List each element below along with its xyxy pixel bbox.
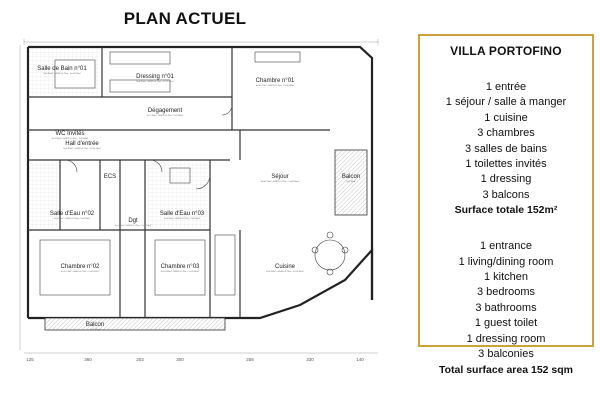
room-spec: S=7.63m² — [346, 180, 356, 183]
room-label: Hall d'entrée — [65, 141, 99, 147]
room-label: Balcon — [86, 322, 104, 328]
room-label: Salle d'Eau n°03 — [160, 211, 205, 217]
room-label: Chambre n°01 — [256, 78, 295, 84]
room-spec: S=9.56m² - HSFP=2.70m - V=25.81m³ — [266, 270, 304, 273]
dimension-value: 140 — [356, 357, 364, 362]
room-label: Salle d'Eau n°02 — [50, 211, 95, 217]
villa-name: VILLA PORTOFINO — [450, 44, 562, 58]
room-label: WC Invités — [55, 131, 84, 137]
feature-item: 3 salles de bains — [465, 142, 547, 155]
room-spec: S=10.89m² - HSFP=2.70m - V=29.40m³ — [161, 270, 200, 273]
room-spec: S=1.33m² - HSFP=2.70m - V=3.58m³ — [147, 114, 183, 117]
room-label: Salle de Bain n°01 — [37, 66, 87, 72]
room-spec: S=3.16m² - HSFP=2.70m - V=8.53m³ — [164, 217, 200, 220]
dimension-lines — [19, 39, 379, 354]
room-label: Dgt — [128, 218, 138, 224]
feature-item: 1 dressing room — [466, 332, 546, 345]
room-spec: S=6.30m² - HSFP=2.70m - V=17.01m³ — [136, 80, 174, 83]
feature-item: 3 bedrooms — [476, 286, 536, 299]
room-spec: S=5.83m² - HSFP=2.70m - V=15.74m³ — [63, 147, 101, 150]
room-label: ECS — [104, 174, 116, 180]
dimension-value: 300 — [176, 357, 184, 362]
feature-item: 1 toilettes invités — [465, 158, 547, 171]
room-label: Dégagement — [148, 108, 183, 114]
dimension-value: 330 — [306, 357, 314, 362]
room-spec: S=5.03m² — [90, 328, 100, 331]
room-spec: S=1.35m² - HSFP=2.70m - V=3.64m³ — [52, 137, 88, 140]
room-label: Chambre n°03 — [161, 264, 200, 270]
dimension-value: 203 — [136, 357, 144, 362]
dimension-value: 360 — [84, 357, 92, 362]
dimension-value: 258 — [246, 357, 254, 362]
room-label: Balcon — [342, 174, 360, 180]
feature-item: 1 entrance — [480, 240, 532, 253]
room-spec: S=16.72m² - HSFP=2.75m - V=46.06m³ — [256, 84, 295, 87]
feature-item: 1 séjour / salle à manger — [445, 96, 567, 109]
room-label: Chambre n°02 — [61, 264, 100, 270]
total-surface-fr: Surface totale 152m² — [454, 204, 558, 217]
room-label: Dressing n°01 — [136, 74, 174, 80]
tiled-areas — [30, 49, 208, 228]
feature-item: 3 balconies — [478, 348, 534, 361]
room-spec: S=3.06m² - HSFP=2.70m - V=8.26m³ — [54, 217, 90, 220]
room-spec: S=4.36m² - HSFP=2.70m - S=11.97m² — [43, 72, 80, 75]
feature-item: 1 living/dining room — [458, 255, 554, 268]
room-spec: S=30.53m² - HSFP=2.72m - V=82.98m³ — [261, 180, 300, 183]
interior-walls — [28, 47, 330, 318]
feature-item: 1 kitchen — [483, 271, 529, 284]
property-info-panel: VILLA PORTOFINO 1 entrée 1 séjour / sall… — [418, 34, 594, 376]
feature-item: 1 entrée — [485, 81, 527, 93]
features-list-fr: 1 entrée 1 séjour / salle à manger 1 cui… — [420, 80, 592, 218]
feature-item: 1 dressing — [480, 173, 532, 186]
room-spec: S=1.90m² - HSFP=2.70m - V=5.13m³ — [115, 224, 151, 227]
fixtures — [39, 51, 349, 296]
feature-item: 1 cuisine — [484, 111, 528, 124]
room-labels: Salle de Bain n°01 S=4.36m² - HSFP=2.70m… — [37, 66, 360, 331]
room-label: Séjour — [271, 174, 288, 180]
balconies — [44, 149, 368, 331]
total-surface-en: Total surface area 152 sqm — [438, 363, 574, 376]
plan-title: PLAN ACTUEL — [123, 9, 247, 28]
feature-item: 3 bathrooms — [475, 301, 537, 314]
dimension-value: 125 — [26, 357, 34, 362]
room-spec: S=11.73m² - HSFP=2.70m - V=31.67m³ — [61, 270, 100, 273]
dimension-values: 125 360 203 300 258 330 140 — [26, 357, 364, 362]
feature-item: 3 balcons — [482, 188, 530, 201]
feature-item: 1 guest toilet — [474, 317, 538, 330]
floor-plan: Salle de Bain n°01 S=4.36m² - HSFP=2.70m… — [19, 39, 379, 362]
feature-item: 3 chambres — [477, 127, 535, 140]
room-label: Cuisine — [275, 264, 296, 270]
features-list-en: 1 entrance 1 living/dining room 1 kitche… — [420, 239, 592, 377]
